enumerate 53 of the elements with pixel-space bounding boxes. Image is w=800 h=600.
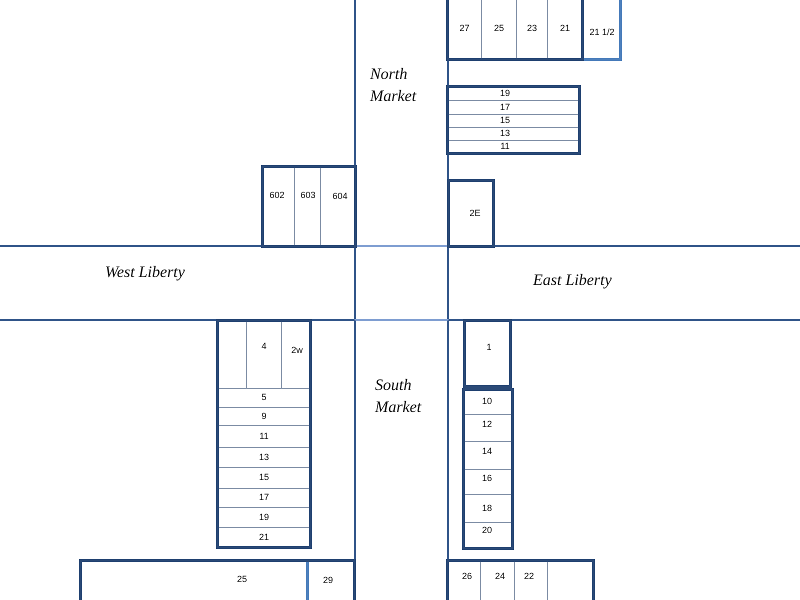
lot-number: 29 (323, 576, 333, 586)
lot-number: 13 (259, 452, 269, 462)
lot-number: 603 (300, 191, 316, 201)
street-name: West Liberty (105, 263, 185, 283)
lot-number: 19 (259, 512, 269, 522)
lot-block (216, 319, 312, 549)
lot-number: 20 (482, 526, 492, 536)
lot-number: 21 (259, 532, 269, 542)
lot-number: 15 (500, 116, 510, 126)
lot-block (446, 0, 584, 61)
lot-number: 21 1/2 (589, 28, 615, 38)
street-name: North Market (370, 65, 418, 107)
lot-number: 18 (482, 504, 492, 514)
lot-number: 12 (482, 420, 492, 430)
lot-number: 27 (460, 24, 470, 34)
lot-number: 17 (259, 493, 269, 503)
lot-number: 11 (500, 142, 510, 152)
lot-number: 2w (291, 346, 303, 356)
lot-block (446, 85, 581, 155)
lot-number: 23 (527, 24, 537, 34)
lot-number: 10 (482, 397, 492, 407)
lot-block (261, 165, 357, 248)
lot-number: 25 (494, 24, 504, 34)
street-band (354, 0, 449, 247)
street-band (0, 245, 356, 321)
lot-number: 602 (269, 191, 285, 201)
lot-parcel (463, 319, 512, 388)
lot-number: 19 (500, 88, 510, 98)
lot-number: 604 (332, 192, 348, 202)
lot-parcel (447, 179, 495, 248)
lot-number: 14 (482, 447, 492, 457)
lot-number: 13 (500, 129, 510, 139)
lot-number: 16 (482, 474, 492, 484)
lot-number: 4 (262, 342, 266, 352)
lot-number: 17 (500, 102, 510, 112)
street-name: South Market (375, 376, 422, 418)
lot-parcel (584, 0, 622, 61)
lot-number: 25 (237, 575, 247, 585)
lot-number: 15 (259, 473, 269, 483)
lot-block (446, 559, 595, 600)
lot-number: 1 (486, 343, 492, 353)
lot-block (462, 388, 514, 550)
street-band (447, 245, 800, 321)
street-name: East Liberty (533, 271, 612, 291)
lot-number: 22 (524, 572, 534, 582)
lot-number: 21 (560, 24, 570, 34)
lot-number: 11 (259, 432, 269, 442)
lot-number: 9 (262, 412, 266, 422)
lot-number: 24 (495, 572, 505, 582)
lot-number: 5 (262, 393, 266, 403)
lot-block (79, 559, 356, 600)
lot-number: 2E (470, 209, 480, 219)
lot-number: 26 (462, 572, 472, 582)
